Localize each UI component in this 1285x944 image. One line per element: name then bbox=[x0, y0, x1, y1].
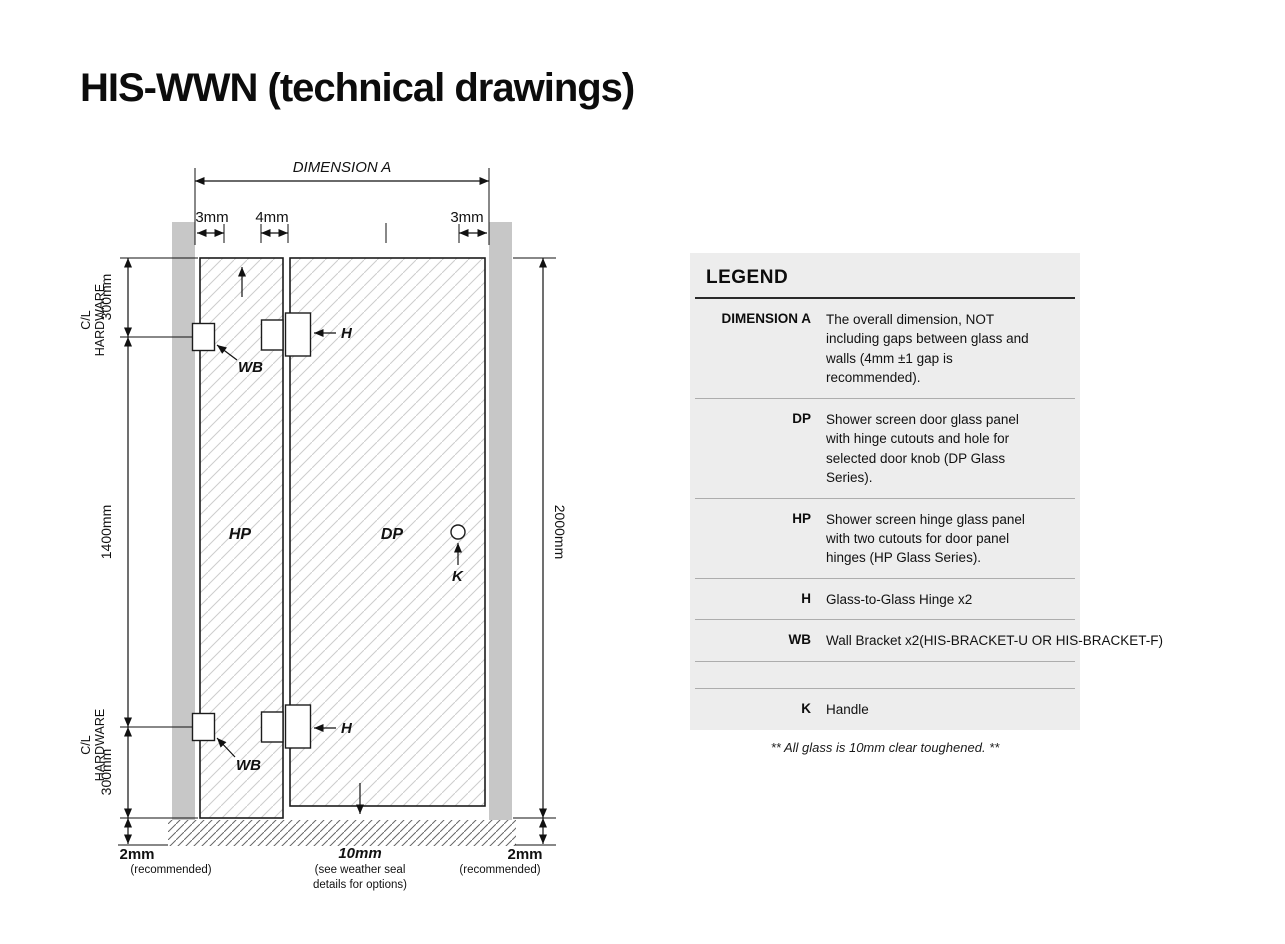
legend-term: DP bbox=[792, 410, 811, 426]
legend-row-dimension-a: DIMENSION A The overall dimension, NOT i… bbox=[695, 299, 1075, 399]
hinge-top-label: H bbox=[341, 325, 353, 342]
bottom-center-note-1: (see weather seal bbox=[315, 864, 406, 876]
gap-mid-label: 4mm bbox=[255, 209, 288, 226]
cl-hardware-top-line1: C/L bbox=[79, 310, 93, 330]
legend-desc: Shower screen hinge glass panel with two… bbox=[826, 511, 1025, 566]
cl-hardware-bottom-line1: C/L bbox=[79, 735, 93, 755]
legend-desc: The overall dimension, NOT including gap… bbox=[826, 312, 1029, 386]
bottom-center-gap-label: 10mm bbox=[338, 845, 381, 862]
gap-left-label: 3mm bbox=[195, 209, 228, 226]
cl-hardware-top-line2: HARDWARE bbox=[93, 284, 107, 356]
hp-panel-label: HP bbox=[229, 526, 252, 543]
page-title: HIS-WWN (technical drawings) bbox=[80, 66, 635, 110]
legend-panel: LEGEND DIMENSION A The overall dimension… bbox=[690, 253, 1163, 730]
bottom-center-note-2: details for options) bbox=[313, 879, 407, 891]
legend-desc: Glass-to-Glass Hinge x2 bbox=[826, 591, 973, 607]
left-wall bbox=[172, 222, 195, 820]
dim-300-top-label: 300mm bbox=[98, 274, 114, 321]
legend-row-spacer bbox=[695, 662, 1075, 689]
dim-300-bottom-label: 300mm bbox=[98, 749, 114, 796]
wall-bracket-top: WB bbox=[191, 322, 263, 376]
right-wall bbox=[489, 222, 512, 820]
wall-bracket-bottom: WB bbox=[191, 712, 261, 774]
wall-bracket-top-label: WB bbox=[238, 359, 263, 376]
legend-row-dp: DP Shower screen door glass panel with h… bbox=[695, 399, 1075, 499]
left-dimensions: 300mm 1400mm 300mm C/L HARDWARE C/L HARD… bbox=[79, 257, 198, 846]
legend-title-rule bbox=[695, 297, 1075, 299]
hinge-bottom-label: H bbox=[341, 720, 353, 737]
wall-bracket-bottom-label: WB bbox=[236, 757, 261, 774]
bottom-right-gap-label: 2mm bbox=[507, 846, 542, 863]
dp-panel-label: DP bbox=[381, 526, 404, 543]
hinge-bottom: H bbox=[260, 704, 353, 749]
handle: K bbox=[450, 524, 466, 585]
floor-hatch bbox=[168, 820, 516, 846]
dimension-a-label: DIMENSION A bbox=[293, 159, 392, 176]
legend-desc: Shower screen door glass panel with hing… bbox=[826, 411, 1019, 486]
legend-row-wb: WB Wall Bracket x2(HIS-BRACKET-U OR HIS-… bbox=[695, 620, 1163, 662]
hinge-top: H bbox=[260, 312, 353, 357]
legend-desc: Handle bbox=[826, 701, 869, 717]
technical-drawing: DIMENSION A 3mm 4mm 3mm bbox=[79, 159, 568, 891]
legend-row-k: K Handle bbox=[695, 689, 1075, 729]
legend-term: HP bbox=[792, 510, 811, 526]
glass-footnote: ** All glass is 10mm clear toughened. ** bbox=[770, 740, 1000, 755]
legend-row-hp: HP Shower screen hinge glass panel with … bbox=[695, 499, 1075, 579]
legend-term: H bbox=[801, 590, 811, 606]
handle-label: K bbox=[452, 568, 464, 585]
dim-1400-label: 1400mm bbox=[98, 505, 114, 559]
legend-term: WB bbox=[788, 632, 812, 648]
legend-title: LEGEND bbox=[706, 267, 789, 288]
dim-2000-label: 2000mm bbox=[552, 505, 568, 559]
legend-term: K bbox=[801, 700, 811, 716]
gap-right-label: 3mm bbox=[450, 209, 483, 226]
legend-term: DIMENSION A bbox=[721, 311, 811, 326]
cl-hardware-bottom-line2: HARDWARE bbox=[93, 709, 107, 781]
legend-desc: Wall Bracket x2(HIS-BRACKET-U OR HIS-BRA… bbox=[826, 633, 1164, 649]
bottom-left-note: (recommended) bbox=[130, 864, 211, 876]
bottom-gap-labels: 2mm (recommended) 10mm (see weather seal… bbox=[119, 783, 543, 891]
top-gap-dimensions: 3mm 4mm 3mm bbox=[195, 209, 487, 243]
legend-row-h: H Glass-to-Glass Hinge x2 bbox=[695, 579, 1075, 621]
dimension-a: DIMENSION A bbox=[194, 159, 490, 245]
right-dimension: 2000mm bbox=[513, 257, 568, 846]
bottom-right-note: (recommended) bbox=[459, 864, 540, 876]
bottom-left-gap-label: 2mm bbox=[119, 846, 154, 863]
